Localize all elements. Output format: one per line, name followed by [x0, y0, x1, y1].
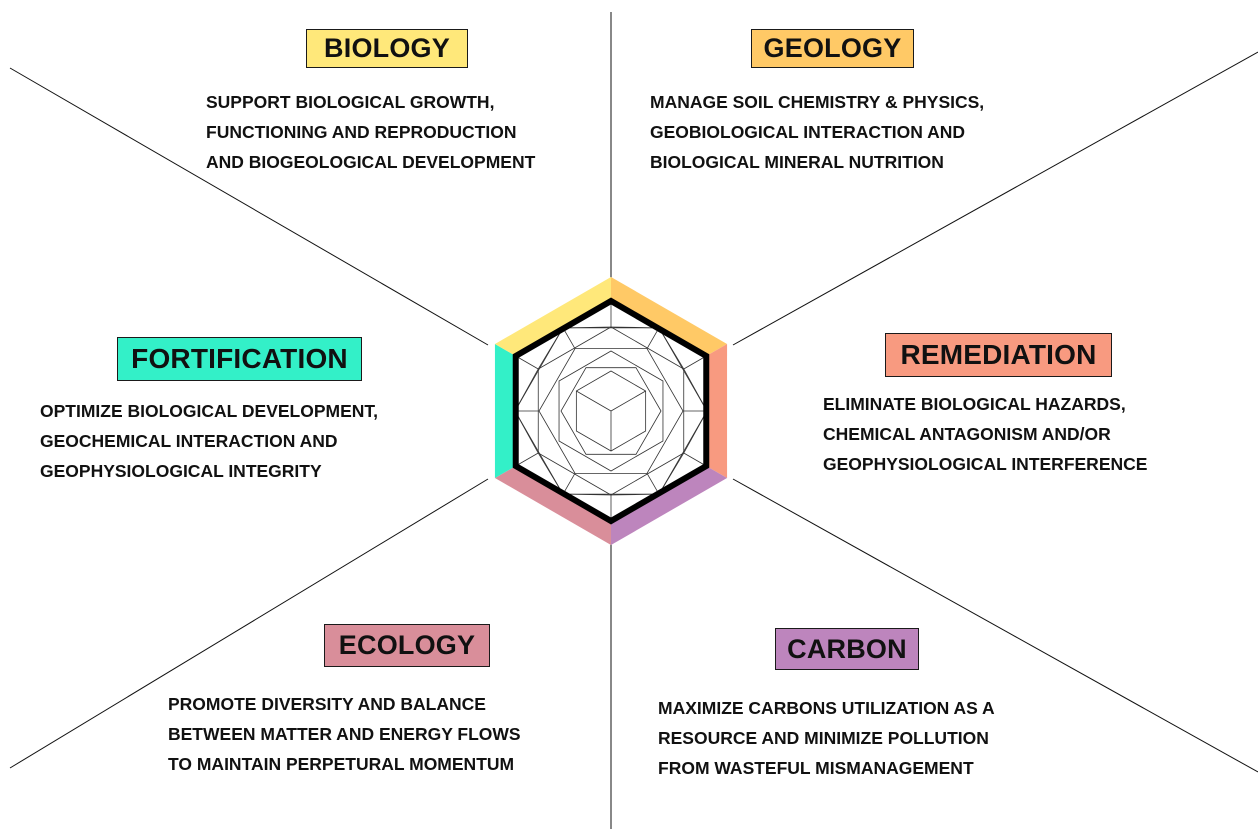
wire-spoke	[683, 368, 708, 412]
remediation-line-1: ELIMINATE BIOLOGICAL HAZARDS,	[823, 394, 1126, 414]
divider-line-lower-right	[732, 478, 1258, 773]
wire-spoke	[683, 356, 705, 370]
carbon-ring-segment	[611, 466, 728, 545]
fortification-description: OPTIMIZE BIOLOGICAL DEVELOPMENT, GEOCHEM…	[40, 396, 378, 486]
geology-label: GEOLOGY	[751, 29, 914, 68]
wire-spoke	[562, 473, 576, 495]
wire-spoke	[658, 327, 685, 370]
cube-edge	[610, 390, 646, 412]
wire-spoke	[562, 493, 612, 496]
carbon-line-3: FROM WASTEFUL MISMANAGEMENT	[658, 758, 974, 778]
geology-line-3: BIOLOGICAL MINERAL NUTRITION	[650, 152, 944, 172]
carbon-description: MAXIMIZE CARBONS UTILIZATION AS A RESOUR…	[658, 693, 995, 783]
fortification-line-3: GEOPHYSIOLOGICAL INTEGRITY	[40, 461, 322, 481]
carbon-line-2: RESOURCE AND MINIMIZE POLLUTION	[658, 728, 989, 748]
biology-line-1: SUPPORT BIOLOGICAL GROWTH,	[206, 92, 495, 112]
wire-spoke	[562, 327, 576, 349]
ecology-label: ECOLOGY	[324, 624, 490, 667]
ecology-line-1: PROMOTE DIVERSITY AND BALANCE	[168, 694, 486, 714]
fortification-ring-segment	[494, 344, 516, 478]
geology-line-2: GEOBIOLOGICAL INTERACTION AND	[650, 122, 965, 142]
wire-spoke	[537, 327, 564, 370]
wire-spoke	[683, 410, 708, 454]
wire-spoke	[646, 473, 660, 495]
fortification-label: FORTIFICATION	[117, 337, 362, 381]
remediation-ring-segment	[706, 344, 728, 478]
wire-spoke	[537, 452, 564, 495]
hexagon-border	[512, 297, 710, 525]
biology-label: BIOLOGY	[306, 29, 468, 68]
geology-line-1: MANAGE SOIL CHEMISTRY & PHYSICS,	[650, 92, 985, 112]
ecology-line-3: TO MAINTAIN PERPETURAL MOMENTUM	[168, 754, 515, 774]
remediation-line-2: CHEMICAL ANTAGONISM AND/OR	[823, 424, 1111, 444]
wire-hexagon-d	[558, 350, 664, 472]
wire-spoke	[514, 410, 539, 454]
cube-edge	[576, 390, 612, 412]
geology-ring-segment	[611, 277, 728, 356]
biology-description: SUPPORT BIOLOGICAL GROWTH, FUNCTIONING A…	[206, 87, 535, 177]
wire-spoke	[514, 368, 539, 412]
wire-spoke	[658, 452, 685, 495]
wire-spoke	[517, 452, 539, 466]
divider-line-upper-right	[732, 51, 1258, 346]
ecology-line-2: BETWEEN MATTER AND ENERGY FLOWS	[168, 724, 521, 744]
wire-spoke	[646, 327, 660, 349]
ecology-ring-segment	[494, 466, 611, 545]
fortification-line-1: OPTIMIZE BIOLOGICAL DEVELOPMENT,	[40, 401, 379, 421]
biology-ring-segment	[494, 277, 611, 356]
divider-line-lower-left	[9, 478, 489, 769]
fortification-line-2: GEOCHEMICAL INTERACTION AND	[40, 431, 338, 451]
remediation-description: ELIMINATE BIOLOGICAL HAZARDS, CHEMICAL A…	[823, 389, 1147, 479]
remediation-line-3: GEOPHYSIOLOGICAL INTERFERENCE	[823, 454, 1148, 474]
carbon-line-1: MAXIMIZE CARBONS UTILIZATION AS A	[658, 698, 995, 718]
wire-spoke	[610, 326, 660, 329]
remediation-label: REMEDIATION	[885, 333, 1112, 377]
wire-hexagon-e	[560, 367, 662, 455]
geology-description: MANAGE SOIL CHEMISTRY & PHYSICS, GEOBIOL…	[650, 87, 984, 177]
wire-spoke	[683, 452, 705, 466]
biology-line-3: AND BIOGEOLOGICAL DEVELOPMENT	[206, 152, 536, 172]
carbon-label: CARBON	[775, 628, 919, 670]
wire-spoke	[517, 356, 539, 370]
hexagon-wireframe	[514, 303, 708, 519]
divider-line-upper-left	[9, 67, 489, 346]
wire-spoke	[610, 493, 660, 496]
wire-spoke	[562, 326, 612, 329]
ecology-description: PROMOTE DIVERSITY AND BALANCE BETWEEN MA…	[168, 689, 521, 779]
biology-line-2: FUNCTIONING AND REPRODUCTION	[206, 122, 517, 142]
